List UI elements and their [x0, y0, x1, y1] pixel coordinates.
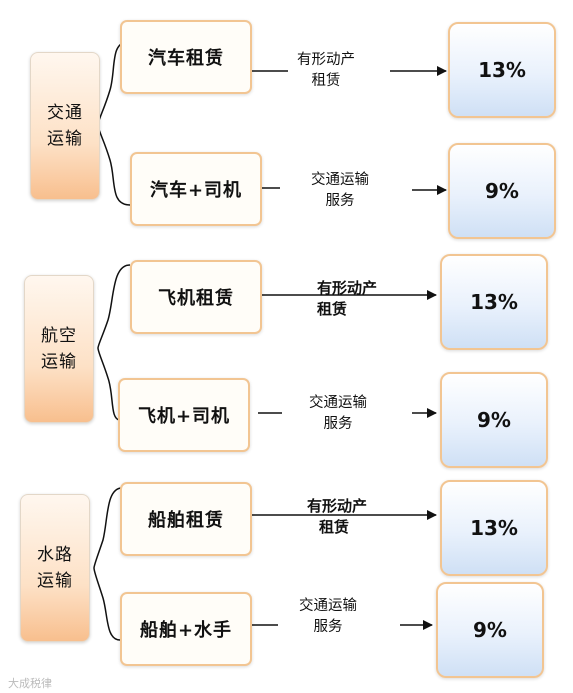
rate-box: 9%	[436, 582, 544, 678]
tax-type-label: 有形动产 租赁	[296, 50, 356, 92]
rate-value: 9%	[473, 618, 507, 642]
service-label: 船舶租赁	[148, 510, 224, 531]
category-box-road: 交通 运输	[30, 52, 100, 200]
service-box-plane-driver: 飞机+司机	[118, 378, 250, 452]
rate-box: 13%	[440, 254, 548, 350]
service-label: 飞机租赁	[158, 288, 234, 309]
service-label: 汽车+司机	[149, 180, 243, 201]
tax-type-label: 交通运输 服务	[298, 596, 358, 638]
service-box-ship-sailor: 船舶+水手	[120, 592, 252, 666]
service-box-car-driver: 汽车+司机	[130, 152, 262, 226]
service-box-ship-rental: 船舶租赁	[120, 482, 252, 556]
category-label-line-1: 交通	[47, 103, 83, 123]
watermark-text: 大成税律	[8, 677, 52, 690]
service-label: 汽车租赁	[148, 48, 224, 69]
service-box-plane-rental: 飞机租赁	[130, 260, 262, 334]
tax-type-label: 有形动产 租赁	[307, 497, 368, 536]
rate-value: 13%	[470, 516, 518, 540]
rate-box: 9%	[440, 372, 548, 468]
rate-value: 13%	[478, 58, 526, 82]
category-box-water: 水路 运输	[20, 494, 90, 642]
rate-value: 9%	[477, 408, 511, 432]
bracket-group-3	[93, 487, 123, 641]
rate-box: 13%	[448, 22, 556, 118]
tax-type-label: 交通运输 服务	[308, 393, 368, 435]
rate-box: 13%	[440, 480, 548, 576]
category-box-air: 航空 运输	[24, 275, 94, 423]
rate-value: 13%	[470, 290, 518, 314]
category-label-line-2: 运输	[37, 571, 73, 591]
service-box-car-rental: 汽车租赁	[120, 20, 252, 94]
service-label: 船舶+水手	[139, 620, 233, 641]
service-label: 飞机+司机	[137, 406, 231, 427]
category-label-line-1: 航空	[41, 326, 77, 346]
rate-box: 9%	[448, 143, 556, 239]
bracket-group-2	[97, 264, 131, 421]
rate-value: 9%	[485, 179, 519, 203]
tax-type-label: 有形动产 租赁	[317, 279, 378, 318]
category-label-line-2: 运输	[47, 129, 83, 149]
category-label-line-2: 运输	[41, 352, 77, 372]
tax-type-label: 交通运输 服务	[310, 170, 370, 212]
category-label-line-1: 水路	[37, 545, 73, 565]
